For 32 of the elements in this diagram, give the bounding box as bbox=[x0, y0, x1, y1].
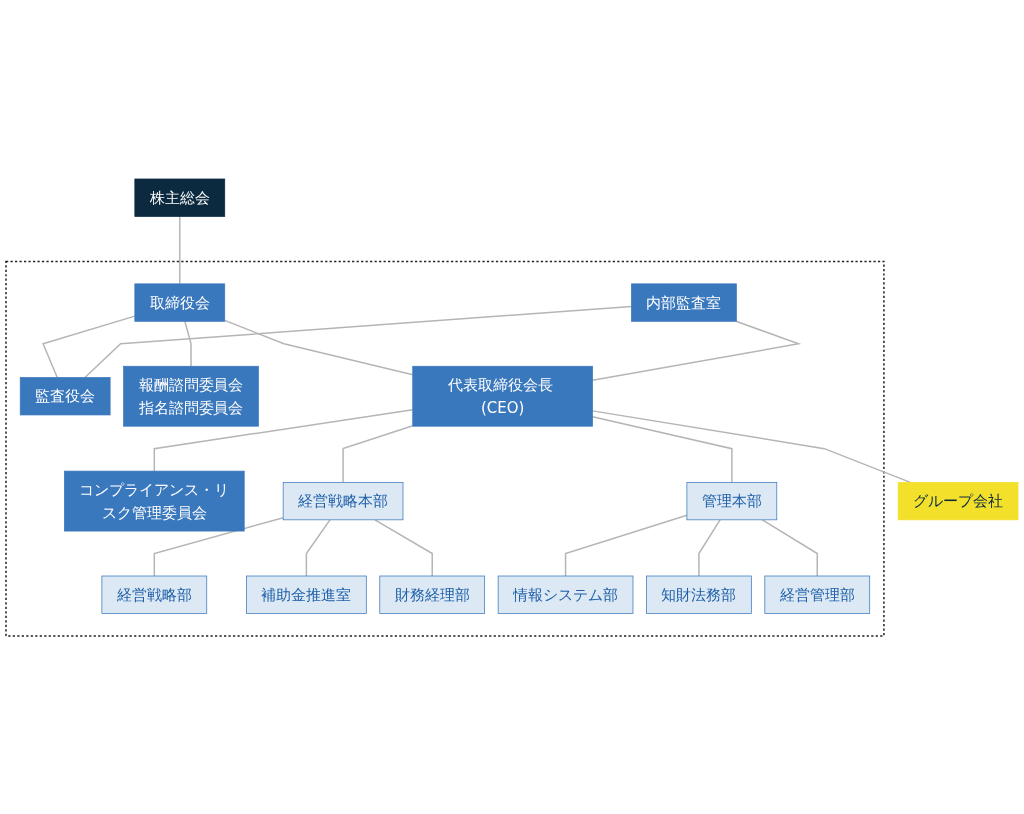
node-box: 補助金推進室 bbox=[246, 575, 367, 614]
connector bbox=[591, 415, 733, 483]
connector bbox=[698, 518, 721, 577]
connector bbox=[153, 516, 284, 577]
node-box: 取締役会 bbox=[134, 283, 226, 322]
node-box: 管理本部 bbox=[686, 481, 778, 520]
node-box: 報酬諮問委員会 指名諮問委員会 bbox=[123, 365, 259, 427]
connector bbox=[591, 320, 802, 381]
connector bbox=[184, 320, 192, 367]
node-box: 知財法務部 bbox=[646, 575, 752, 614]
node-box: 経営戦略本部 bbox=[282, 481, 404, 520]
connector bbox=[179, 215, 181, 285]
connector bbox=[342, 424, 414, 483]
node-box: 内部監査室 bbox=[631, 283, 737, 322]
connector bbox=[42, 314, 136, 378]
connector bbox=[761, 518, 818, 577]
connector bbox=[84, 305, 633, 378]
connector bbox=[374, 518, 433, 577]
node-box: 代表取締役会長 (CEO) bbox=[412, 365, 593, 427]
node-box: 経営戦略部 bbox=[101, 575, 208, 614]
node-box: 財務経理部 bbox=[379, 575, 486, 614]
connector bbox=[224, 319, 414, 375]
node-box: コンプライアンス・リスク管理委員会 bbox=[64, 470, 245, 531]
cluster bbox=[5, 260, 885, 637]
node-box: 情報システム部 bbox=[497, 575, 634, 614]
node-box: 経営管理部 bbox=[764, 575, 871, 614]
connector bbox=[153, 408, 414, 472]
connector bbox=[564, 514, 688, 577]
node-box: 株主総会 bbox=[134, 178, 226, 217]
node-box: グループ会社 bbox=[897, 481, 1019, 520]
connector bbox=[305, 518, 331, 577]
node-box: 監査役会 bbox=[19, 376, 111, 415]
